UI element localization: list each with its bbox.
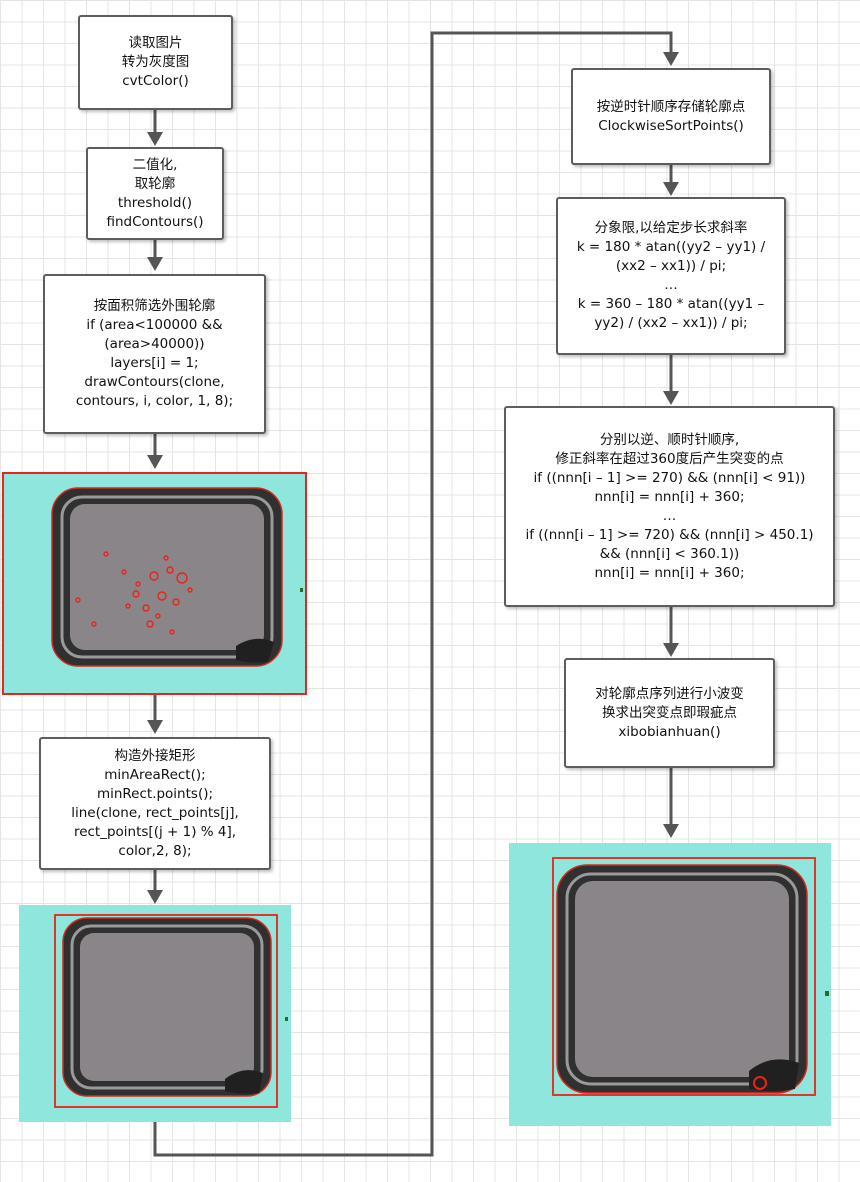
step-area-filter: 按面积筛选外围轮廓 if (area<100000 && (area>40000… xyxy=(43,274,266,434)
arrowhead-icon xyxy=(663,643,679,657)
step-threshold-contours: 二值化, 取轮廓 threshold() findContours() xyxy=(86,147,224,240)
step-quadrant-slope: 分象限,以给定步长求斜率 k = 180 * atan((yy2 – yy1) … xyxy=(556,197,786,355)
arrowhead-icon xyxy=(147,132,163,146)
step-threshold-contours-text: 二值化, 取轮廓 threshold() findContours() xyxy=(106,156,204,230)
contour-result-image xyxy=(2,472,307,695)
step-slope-correction-text: 分别以逆、顺时针顺序, 修正斜率在超过360度后产生突变的点 if ((nnn[… xyxy=(525,431,814,581)
step-clockwise-sort: 按逆时针顺序存储轮廓点 ClockwiseSortPoints() xyxy=(571,68,771,165)
arrowhead-icon xyxy=(147,455,163,469)
step-slope-correction: 分别以逆、顺时针顺序, 修正斜率在超过360度后产生突变的点 if ((nnn[… xyxy=(504,406,835,607)
bounding-rect-image xyxy=(19,905,291,1122)
step-quadrant-slope-text: 分象限,以给定步长求斜率 k = 180 * atan((yy2 – yy1) … xyxy=(576,220,766,331)
column-link xyxy=(153,31,673,1157)
step-wavelet-transform: 对轮廓点序列进行小波变 换求出突变点即瑕疵点 xibobianhuan() xyxy=(564,658,775,768)
arrowhead-icon xyxy=(147,720,163,734)
step-bounding-rect-text: 构造外接矩形 minAreaRect(); minRect.points(); … xyxy=(71,747,239,859)
step-wavelet-transform-text: 对轮廓点序列进行小波变 换求出突变点即瑕疵点 xibobianhuan() xyxy=(595,685,744,740)
step-read-grayscale: 读取图片 转为灰度图 cvtColor() xyxy=(78,15,233,110)
arrowhead-icon xyxy=(663,391,679,405)
step-clockwise-sort-text: 按逆时针顺序存储轮廓点 ClockwiseSortPoints() xyxy=(596,98,746,134)
defect-detection-image xyxy=(509,843,831,1126)
arrowhead-icon xyxy=(663,182,679,196)
step-read-grayscale-text: 读取图片 转为灰度图 cvtColor() xyxy=(121,35,190,89)
arrowhead-icon xyxy=(663,824,679,838)
arrowhead-icon xyxy=(147,257,163,271)
arrowhead-icon xyxy=(147,890,163,904)
step-bounding-rect: 构造外接矩形 minAreaRect(); minRect.points(); … xyxy=(39,737,271,870)
step-area-filter-text: 按面积筛选外围轮廓 if (area<100000 && (area>40000… xyxy=(75,298,234,409)
arrowhead-icon xyxy=(663,52,679,66)
